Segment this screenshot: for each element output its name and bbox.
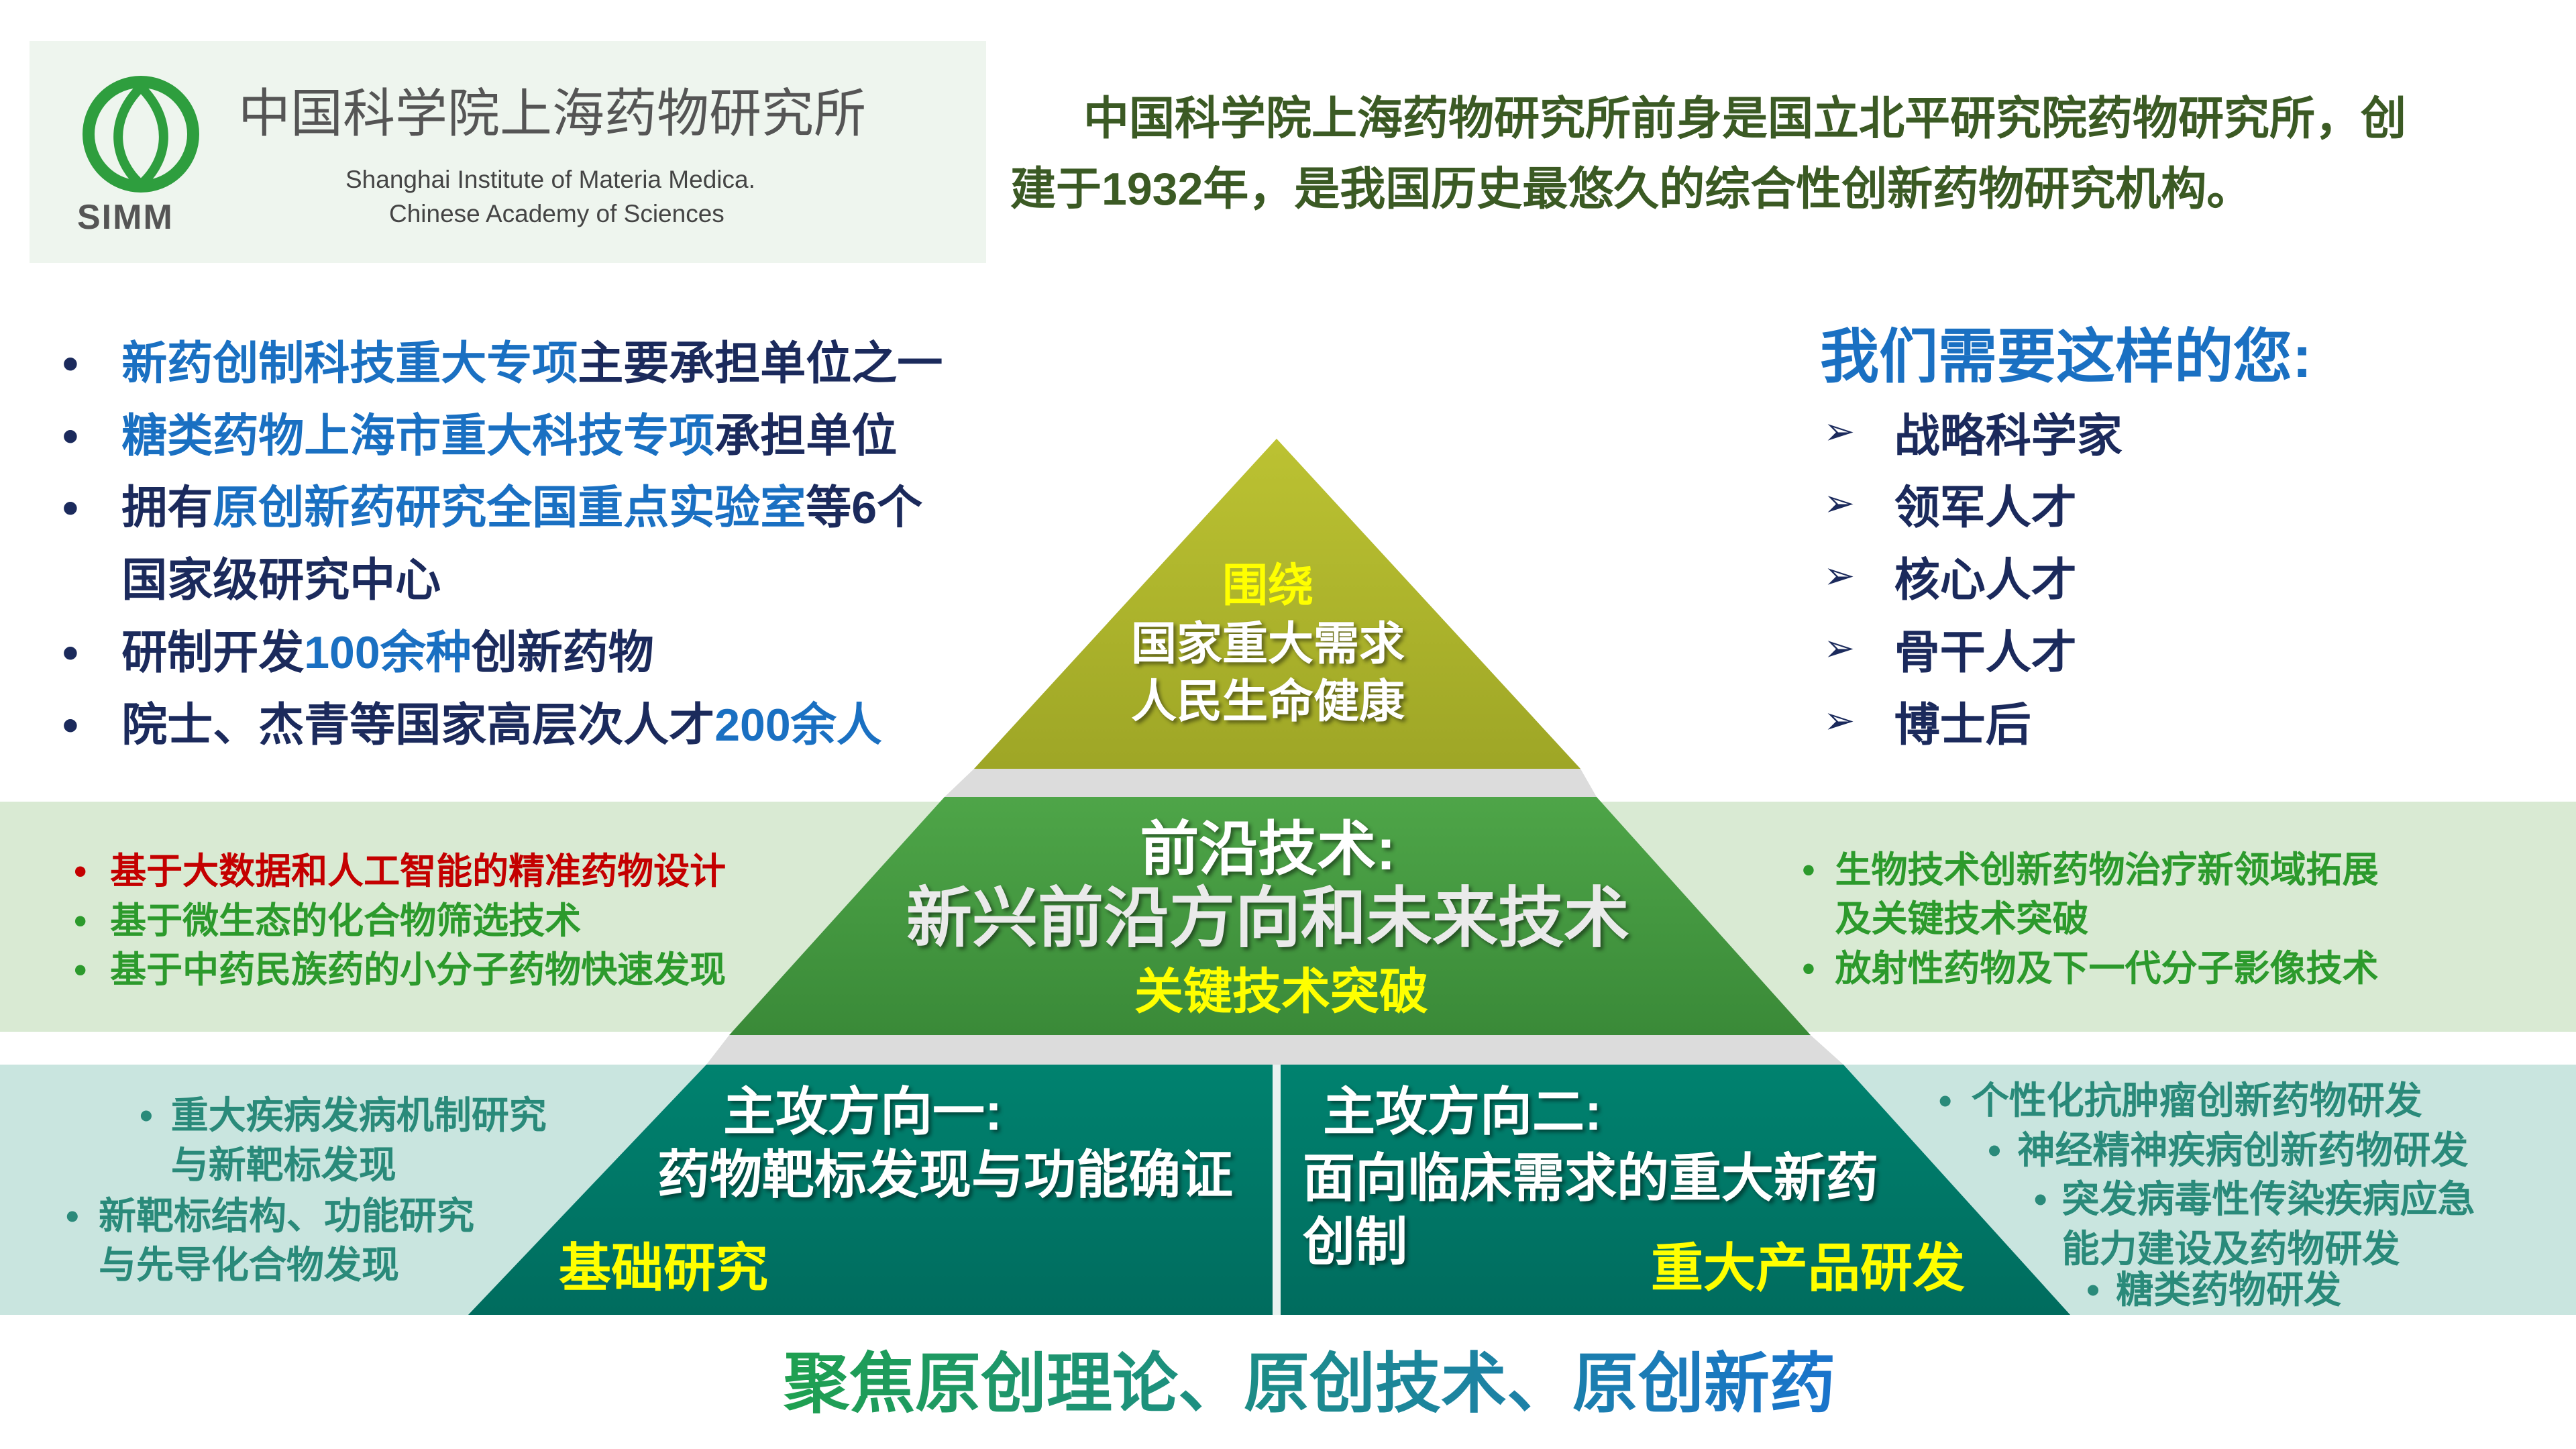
logo-abbr: SIMM [77, 198, 174, 237]
achievement-text: 100余种 [304, 627, 472, 678]
direction-2-subtitle-2: 创制 [1303, 1212, 1408, 1271]
tier-shade-1 [945, 769, 1597, 797]
intro-line-2: 建于1932年，是我国历史最悠久的综合性创新药物研究机构。 [1010, 164, 2253, 215]
direction-1-title: 主攻方向一: [723, 1082, 1002, 1141]
bottom-right-item: 突发病毒性传染疾病应急 [2061, 1178, 2475, 1221]
achievement-text: 200余人 [714, 699, 882, 751]
achievement-item: 新药创制科技重大专项主要承担单位之一 [121, 337, 943, 390]
achievement-text: 研制开发 [121, 627, 305, 678]
bullet-icon: • [62, 337, 78, 389]
bottom-right-item: 个性化抗肿瘤创新药物研发 [1971, 1079, 2422, 1122]
achievement-text: 主要承担单位之一 [578, 337, 943, 389]
achievement-text: 国家级研究中心 [121, 555, 441, 606]
pyramid-top [974, 439, 1580, 769]
bullet-icon: • [1938, 1079, 1952, 1122]
bullet-icon: • [2086, 1268, 2100, 1311]
direction-1-subtitle: 药物靶标发现与功能确证 [657, 1145, 1234, 1204]
bottom-left-item: 与新靶标发现 [170, 1143, 396, 1186]
institute-name-cn: 中国科学院上海药物研究所 [238, 84, 867, 143]
bullet-icon: • [74, 900, 87, 941]
middle-right-item: 放射性药物及下一代分子影像技术 [1835, 948, 2379, 989]
bullet-icon: • [65, 1194, 79, 1237]
bullet-icon: • [1802, 948, 1815, 989]
achievement-text: 新药创制科技重大专项 [121, 337, 578, 389]
recruit-title: 我们需要这样的您: [1820, 323, 2312, 390]
middle-tier-subtitle: 新兴前沿方向和未来技术 [906, 881, 1630, 955]
arrow-bullet-icon: ➢ [1823, 554, 1856, 597]
bullet-icon: • [62, 627, 78, 678]
achievement-text: 承担单位 [714, 410, 898, 462]
direction-2-subtitle-1: 面向临床需求的重大新药 [1303, 1148, 1879, 1208]
footer-slogan: 聚焦原创理论、原创技术、原创新药 [784, 1346, 1836, 1420]
achievement-text: 糖类药物上海市重大科技专项 [121, 410, 715, 462]
bullet-icon: • [62, 482, 78, 534]
arrow-bullet-icon: ➢ [1823, 482, 1856, 525]
intro-line-1: 中国科学院上海药物研究所前身是国立北平研究院药物研究所，创 [1083, 93, 2407, 144]
bottom-right-item: 神经精神疾病创新药物研发 [2017, 1128, 2469, 1171]
middle-left-item: 基于中药民族药的小分子药物快速发现 [110, 950, 727, 991]
achievement-item: 院士、杰青等国家高层次人才200余人 [121, 699, 881, 751]
arrow-bullet-icon: ➢ [1823, 409, 1856, 452]
achievement-text: 创新药物 [471, 627, 654, 678]
tier-shade-2 [706, 1035, 1843, 1065]
bullet-icon: • [62, 699, 78, 751]
direction-2-title: 主攻方向二: [1323, 1082, 1602, 1141]
bottom-left-item: 新靶标结构、功能研究 [98, 1194, 474, 1237]
bullet-icon: • [62, 410, 78, 462]
middle-right-item: 生物技术创新药物治疗新领域拓展 [1835, 849, 2379, 890]
bullet-icon: • [74, 851, 87, 892]
middle-left-item: 基于大数据和人工智能的精准药物设计 [110, 851, 727, 892]
achievement-text: 原创新药研究全国重点实验室 [213, 482, 806, 534]
bullet-icon: • [140, 1094, 153, 1137]
achievement-text: 拥有 [121, 482, 213, 534]
recruit-item: 领军人才 [1894, 482, 2077, 534]
bottom-right-item: 能力建设及药物研发 [2061, 1227, 2400, 1270]
recruit-item: 骨干人才 [1894, 627, 2077, 678]
bottom-left-item: 与先导化合物发现 [98, 1244, 399, 1287]
institute-name-en-2: Chinese Academy of Sciences [389, 200, 724, 227]
bullet-icon: • [2033, 1178, 2047, 1221]
middle-tier-title: 前沿技术: [1140, 816, 1396, 882]
recruit-item: 战略科学家 [1894, 410, 2123, 462]
direction-1-tag: 基础研究 [559, 1238, 769, 1297]
arrow-bullet-icon: ➢ [1823, 698, 1856, 741]
bullet-icon: • [1802, 849, 1815, 890]
recruit-item: 博士后 [1894, 699, 2031, 751]
pyramid-bottom [468, 1065, 2070, 1315]
bullet-icon: • [74, 950, 87, 991]
logo-icon [83, 76, 199, 193]
achievement-item: 研制开发100余种创新药物 [121, 627, 654, 679]
bullet-icon: • [1988, 1128, 2001, 1171]
top-tier-line-2: 国家重大需求 [1130, 619, 1405, 669]
recruit-item: 核心人才 [1894, 555, 2077, 606]
achievement-item: 拥有原创新药研究全国重点实验室等6个 [121, 482, 922, 534]
middle-tier-tag: 关键技术突破 [1134, 965, 1428, 1019]
top-tier-line-3: 人民生命健康 [1130, 676, 1405, 727]
top-tier-line-1: 围绕 [1222, 560, 1314, 611]
achievement-item: 糖类药物上海市重大科技专项承担单位 [121, 410, 897, 462]
achievement-text: 等6个 [806, 482, 923, 534]
bottom-divider [1273, 1065, 1281, 1315]
arrow-bullet-icon: ➢ [1823, 626, 1856, 669]
achievement-text: 院士、杰青等国家高层次人才 [121, 699, 715, 751]
middle-right-item: 及关键技术突破 [1835, 899, 2089, 940]
institute-name-en-1: Shanghai Institute of Materia Medica. [345, 166, 755, 193]
direction-2-tag: 重大产品研发 [1651, 1238, 1966, 1297]
bottom-right-item: 糖类药物研发 [2116, 1268, 2342, 1311]
bottom-left-item: 重大疾病发病机制研究 [170, 1094, 547, 1137]
middle-left-item: 基于微生态的化合物筛选技术 [110, 900, 582, 941]
achievement-item: 国家级研究中心 [121, 554, 441, 606]
pyramid-middle [729, 797, 1811, 1035]
